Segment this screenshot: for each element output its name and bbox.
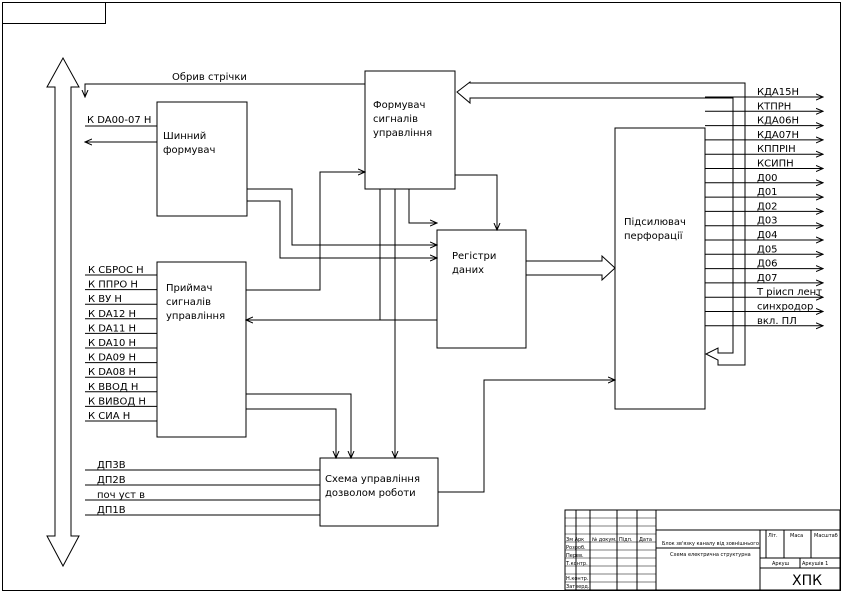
data-registers-block bbox=[436, 229, 527, 349]
title-block-row-change: Зм Арк bbox=[566, 537, 584, 543]
receiver-input-label: К СИА Н bbox=[88, 411, 130, 422]
enable-to-amplifier-line bbox=[438, 380, 615, 493]
receiver-input-label: К DA12 Н bbox=[88, 309, 136, 320]
receiver-input-label: К СБРОС Н bbox=[88, 265, 144, 276]
perf-amplifier-block bbox=[614, 127, 706, 410]
output-label: Д01 bbox=[757, 187, 778, 198]
control-receiver-label-1: Приймач bbox=[166, 283, 212, 294]
output-label: Д05 bbox=[757, 244, 778, 255]
receiver-input-label: К ВВОД Н bbox=[88, 382, 138, 393]
title-block-row-developed: Розроб. bbox=[566, 545, 586, 551]
receiver-input-label: К DA09 Н bbox=[88, 353, 136, 364]
output-label: Д04 bbox=[757, 230, 778, 241]
perf-amplifier-label-2: перфорації bbox=[624, 230, 683, 242]
data-registers-label-2: даних bbox=[452, 265, 484, 276]
output-label: КТПРН bbox=[757, 101, 791, 112]
bottom-input-label: ДП2В bbox=[97, 475, 126, 486]
connections bbox=[85, 80, 746, 493]
output-label: КППРІН bbox=[757, 144, 796, 155]
receiver-input-label: К ВУ Н bbox=[88, 294, 122, 305]
receiver-input-label: К DA11 Н bbox=[88, 323, 136, 334]
output-label: Д07 bbox=[757, 273, 778, 284]
bottom-input-label: ДП1В bbox=[97, 505, 126, 516]
title-block-row-ncontrol: Н.контр. bbox=[566, 576, 589, 582]
bottom-input-label: ДП3В bbox=[97, 460, 126, 471]
output-label: КДА15Н bbox=[757, 87, 799, 98]
enable-circuit-label-2: дозволом роботи bbox=[325, 488, 416, 499]
output-label: Д02 bbox=[757, 201, 778, 212]
diagram-blocks bbox=[156, 70, 706, 527]
title-block-row-checked: Перев. bbox=[566, 553, 584, 559]
receiver-input-label: К DA10 Н bbox=[88, 338, 136, 349]
tape-break-label: Обрив стрічки bbox=[172, 71, 247, 83]
title-block-row-tcontrol: Т.контр. bbox=[565, 561, 588, 567]
title-block-col-sign: Підп. bbox=[619, 537, 633, 543]
system-bus-arrow bbox=[46, 56, 80, 568]
output-label: синхродор bbox=[757, 302, 813, 313]
control-former-label-3: управління bbox=[373, 127, 432, 139]
output-label: Д00 bbox=[757, 173, 778, 184]
title-block-lit: Літ. bbox=[768, 533, 778, 539]
title-block-scale: Масштаб bbox=[814, 533, 838, 539]
title-block-col-doc: № докум. bbox=[592, 537, 617, 543]
control-receiver-label-2: сигналів bbox=[166, 296, 211, 308]
control-receiver-block bbox=[156, 261, 247, 438]
title-block-mass: Маса bbox=[790, 533, 803, 539]
bus-driver-label-1: Шинний bbox=[163, 131, 206, 142]
title-block-sheet: Аркуш bbox=[772, 561, 790, 567]
bus-driver-block bbox=[156, 101, 248, 217]
bus-driver-label-2: формувач bbox=[163, 145, 215, 156]
right-signal-lines bbox=[705, 97, 823, 326]
data-registers-label-1: Регістри bbox=[452, 250, 496, 262]
driver-to-registers-line-2 bbox=[247, 200, 437, 258]
title-block-col-date: Дата bbox=[639, 537, 652, 543]
left-signal-lines bbox=[85, 274, 320, 516]
tape-break-line bbox=[85, 83, 365, 97]
title-block-doc-title-1: Блок зв'язку каналу від зовнішнього bbox=[662, 541, 759, 547]
receiver-to-former-line bbox=[246, 172, 365, 291]
control-former-label-1: Формувач bbox=[373, 100, 425, 111]
output-label: Д03 bbox=[757, 216, 778, 227]
bottom-input-label: поч уст в bbox=[97, 490, 145, 501]
former-to-registers-line bbox=[455, 174, 497, 230]
receiver-input-label: К ППРО Н bbox=[88, 280, 138, 291]
amplifier-feedback-line-outer bbox=[456, 80, 746, 366]
title-block-org: ХПК bbox=[792, 573, 822, 589]
driver-to-registers-line-1 bbox=[247, 188, 437, 245]
output-label: Д06 bbox=[757, 259, 778, 270]
output-label: КДА07Н bbox=[757, 130, 799, 141]
receiver-to-enable-line-1 bbox=[246, 393, 351, 458]
title-block: № докум. Підп. Дата Зм Арк Розроб. Перев… bbox=[564, 509, 841, 591]
registers-to-amplifier-arrow bbox=[526, 254, 616, 282]
former-to-registers-side-line bbox=[408, 189, 437, 223]
title-block-row-approved: Затверд. bbox=[566, 584, 590, 590]
output-label: Т ріисп лент bbox=[756, 286, 822, 298]
title-block-doc-title-2: Схема електрична структурна bbox=[670, 552, 751, 558]
control-receiver-label-3: управління bbox=[166, 310, 225, 322]
output-label: КСИПН bbox=[757, 159, 794, 170]
perf-amplifier-label-1: Підсилювач bbox=[624, 216, 686, 228]
output-label: КДА06Н bbox=[757, 116, 799, 127]
output-label: вкл. ПЛ bbox=[757, 316, 797, 327]
control-former-block bbox=[364, 70, 456, 190]
control-former-label-2: сигналів bbox=[373, 113, 418, 125]
enable-circuit-label-1: Схема управління bbox=[325, 473, 420, 485]
receiver-input-label: К DA08 Н bbox=[88, 367, 136, 378]
title-block-sheets: Аркушів 1 bbox=[802, 561, 828, 567]
receiver-input-label: К ВИВОД Н bbox=[88, 396, 146, 407]
receiver-to-enable-line-2 bbox=[246, 408, 336, 458]
bus-signal-label: К DA00-07 Н bbox=[87, 115, 151, 126]
